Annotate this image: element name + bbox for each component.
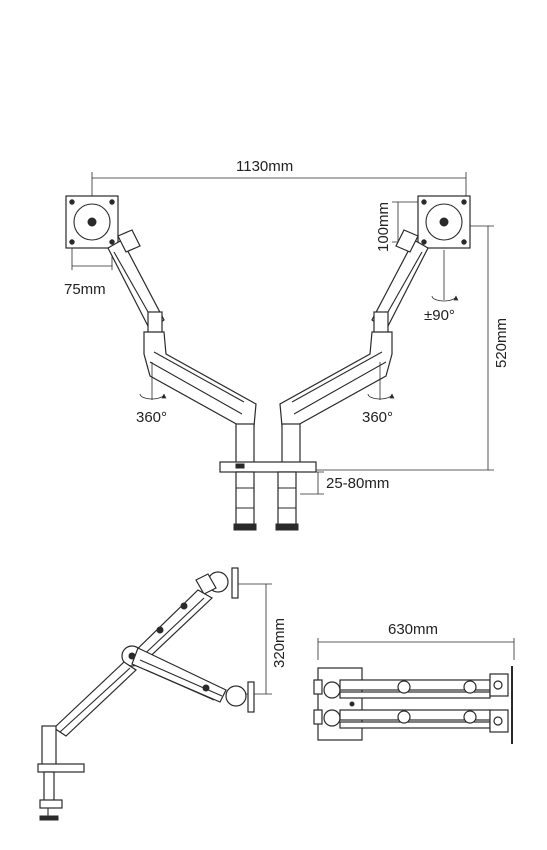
height-label: 520mm [493,318,510,368]
width-dimension: 1130mm [91,158,467,196]
right-swivel-label: 360° [362,409,393,426]
side-height-label: 320mm [271,618,288,668]
left-vesa-plate [65,195,119,249]
tilt-rotation: ±90° [424,250,459,324]
right-swivel-rotation: 360° [362,362,395,426]
left-upper-arm [107,229,165,335]
vesa-horizontal-label: 75mm [64,281,106,298]
top-depth-label: 630mm [388,621,438,638]
width-label: 1130mm [236,158,293,175]
clamp-label: 25-80mm [326,475,389,492]
left-swivel-label: 360° [136,409,167,426]
left-swivel-rotation: 360° [136,362,167,426]
vesa-vertical-label: 100mm [375,202,392,252]
height-dimension: 520mm [316,225,510,471]
clamp-dimension: 25-80mm [300,471,389,495]
top-view: 630mm [313,621,515,744]
right-upper-arm [371,229,429,335]
vesa-vertical-dimension: 100mm [375,201,418,252]
desk-clamp [219,461,317,531]
tilt-label: ±90° [424,307,455,324]
vesa-horizontal-dimension: 75mm [64,248,113,298]
front-view: 1130mm 75mm [64,158,510,531]
side-view: 320mm [37,567,288,821]
center-post [235,423,301,465]
right-vesa-plate [417,195,471,249]
